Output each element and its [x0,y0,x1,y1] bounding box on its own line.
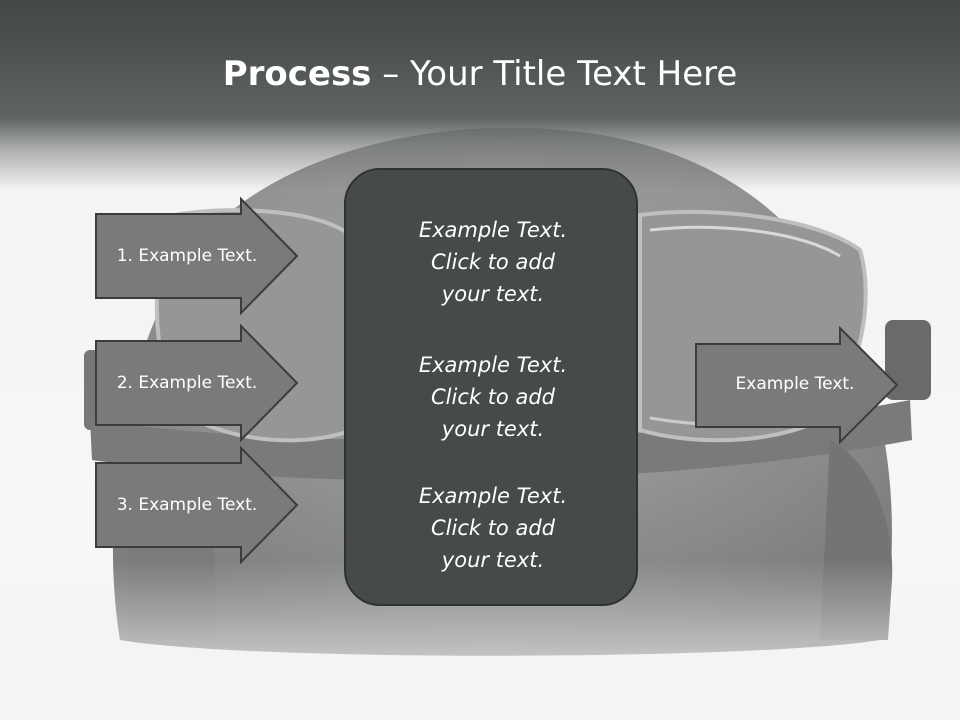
box-text-block-3[interactable]: Example Text. Click to add your text. [346,480,640,576]
box-line: your text. [441,282,545,306]
input-arrow-2-label: 2. Example Text. [116,373,258,393]
input-arrow-3-label: 3. Example Text. [116,495,258,515]
output-arrow[interactable] [695,325,899,445]
slide-title[interactable]: Process – Your Title Text Here [0,52,960,96]
input-arrow-1[interactable] [95,196,299,316]
box-line: Click to add [430,385,555,409]
input-arrow-3[interactable] [95,445,299,565]
box-line: Click to add [430,516,555,540]
title-rest: – Your Title Text Here [371,54,738,94]
input-arrow-1-label: 1. Example Text. [116,246,258,266]
box-line: Example Text. [418,484,568,508]
output-arrow-label: Example Text. [735,374,855,394]
box-line: Example Text. [418,353,568,377]
box-line: Click to add [430,250,555,274]
header-band [0,0,960,190]
box-text-block-2[interactable]: Example Text. Click to add your text. [346,349,640,445]
box-line: your text. [441,548,545,572]
box-line: Example Text. [418,218,568,242]
input-arrow-2[interactable] [95,323,299,443]
center-process-box[interactable]: Example Text. Click to add your text. Ex… [344,168,638,606]
box-text-block-1[interactable]: Example Text. Click to add your text. [346,214,640,310]
box-line: your text. [441,417,545,441]
title-bold: Process [222,54,372,94]
